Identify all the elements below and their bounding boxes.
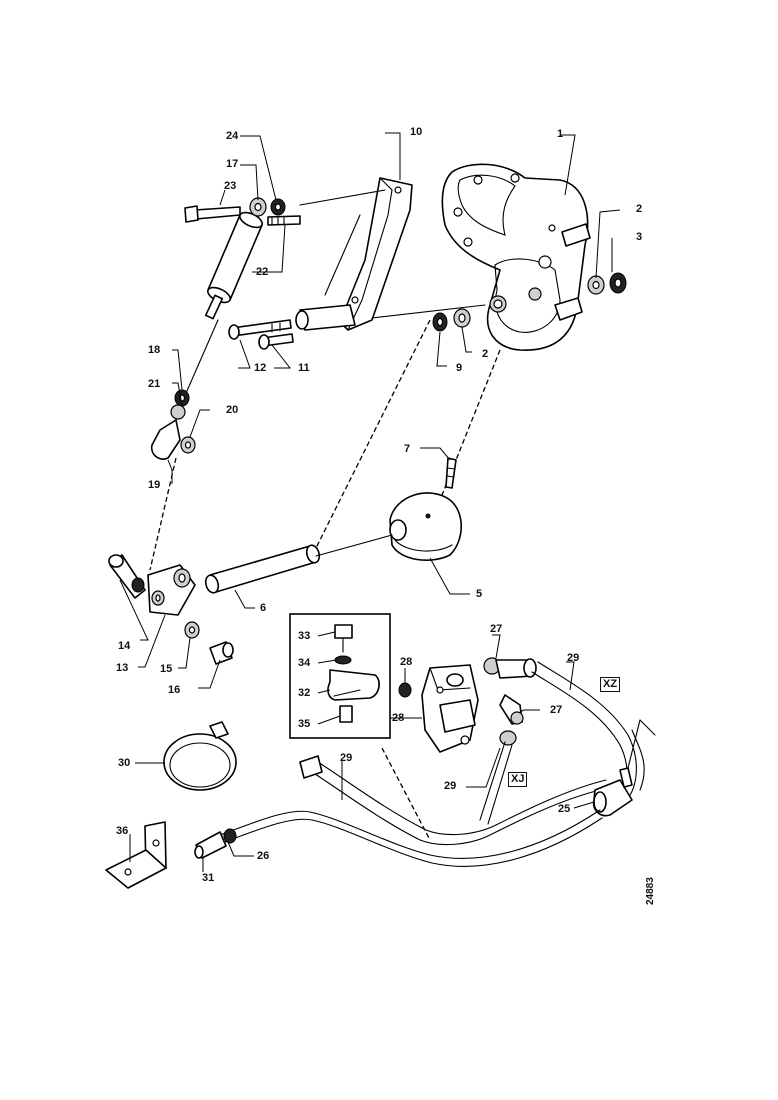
callout-23: 23 [224,180,237,192]
washer-nut-center [432,308,471,332]
inset-box [289,613,391,739]
connector-label-xz: XZ [600,677,621,692]
dash-line-valve [381,747,431,841]
pipes-29 [299,661,645,846]
fitting-part-25 [592,719,656,817]
callout-14: 14 [118,640,131,652]
callout-2: 2 [636,203,643,215]
callout-24: 24 [226,130,239,142]
callout-27: 27 [550,704,563,716]
callout-34: 34 [298,657,311,669]
callout-29: 29 [340,752,353,764]
callout-29: 29 [567,652,580,664]
housing-part-1 [441,163,591,351]
callout-25: 25 [558,803,571,815]
callout-36: 36 [116,825,129,837]
callout-5: 5 [476,588,483,600]
callout-19: 19 [148,479,161,491]
callout-21: 21 [148,378,161,390]
bolts-11-12 [228,319,294,350]
rod-end-assembly [150,319,219,460]
callout-27: 27 [490,623,503,635]
lever-assembly [108,554,196,616]
callout-15: 15 [160,663,173,675]
callout-18: 18 [148,344,161,356]
callout-29: 29 [444,780,457,792]
clamp-part-30 [163,721,237,791]
callout-10: 10 [410,126,423,138]
bracket-part-36 [105,821,167,889]
callout-20: 20 [226,404,239,416]
rod-part-6 [204,534,393,594]
callout-28: 28 [392,712,405,724]
washer-nut-right [587,272,627,295]
callout-30: 30 [118,757,131,769]
callout-1: 1 [557,128,564,140]
callout-31: 31 [202,872,215,884]
callout-28: 28 [400,656,413,668]
callout-7: 7 [404,443,411,455]
screw-part-7 [445,457,457,489]
callout-16: 16 [168,684,181,696]
valve-assembly [398,657,537,753]
callout-35: 35 [298,718,311,730]
callout-32: 32 [298,687,311,699]
callout-2: 2 [482,348,489,360]
callout-26: 26 [257,850,270,862]
dash-line-rod-mid [311,319,431,557]
damper-assembly [184,197,301,320]
bracket-part-10 [295,177,486,331]
callout-6: 6 [260,602,267,614]
callout-22: 22 [256,266,269,278]
callout-13: 13 [116,662,129,674]
callout-9: 9 [456,362,463,374]
connector-label-xj: XJ [508,772,528,787]
callout-3: 3 [636,231,643,243]
callout-17: 17 [226,158,239,170]
callout-12: 12 [254,362,267,374]
leader-lines [119,132,621,872]
dash-line-cover [439,349,501,501]
pipe-part-26 [194,809,603,867]
drawing-number: 24883 [645,877,656,905]
callout-33: 33 [298,630,311,642]
cover-part-5 [389,492,462,561]
nuts-15-16 [184,621,234,665]
callout-11: 11 [298,362,310,374]
